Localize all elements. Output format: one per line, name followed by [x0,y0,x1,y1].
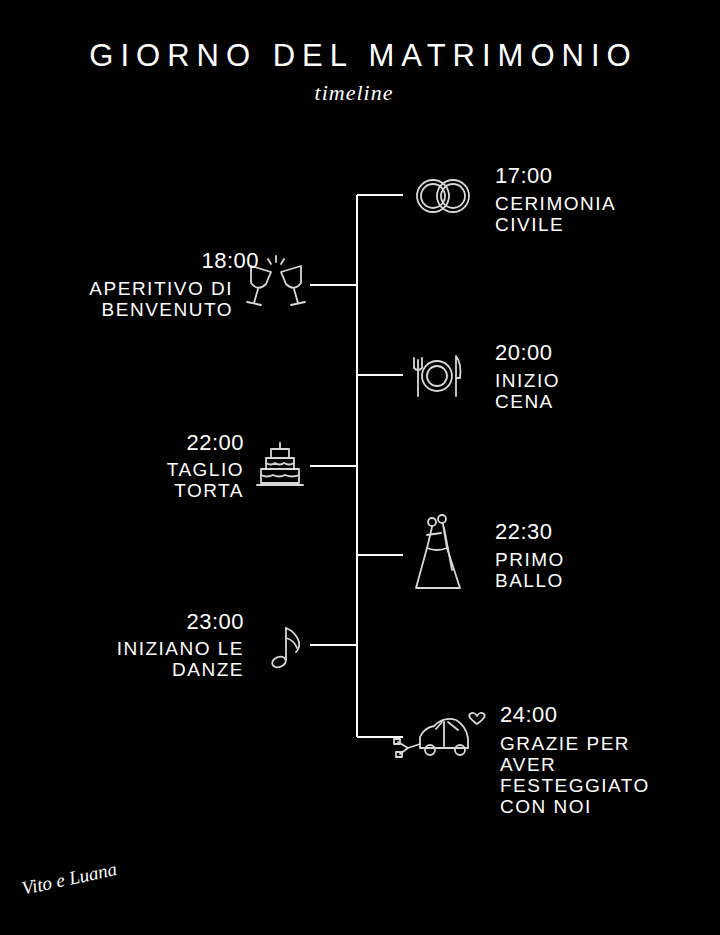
event-label: PRIMO BALLO [495,549,600,591]
event-label: GRAZIE PER AVER FESTEGGIATO CON NOI [500,733,675,817]
event-label: CERIMONIA CIVILE [495,193,645,235]
event-label: APERITIVO DI BENVENUTO [48,278,233,320]
title: GIORNO DEL MATRIMONIO [0,38,720,74]
event-time: 18:00 [201,248,259,274]
event-time: 22:30 [495,519,553,545]
event-label: TAGLIO TORTA [129,459,244,501]
car-icon [394,713,485,757]
signature: Vito e Luana [20,858,119,900]
music-note-icon [271,628,299,669]
subtitle: timeline [0,80,714,106]
event-label: INIZIO CENA [495,370,590,412]
event-time: 23:00 [186,609,244,635]
cake-icon [257,443,303,485]
event-label: INIZIANO LE DANZE [114,638,244,680]
event-time: 17:00 [495,163,553,189]
rings-icon [417,180,469,212]
plate-icon [414,356,461,396]
timeline-spine [310,195,403,737]
event-time: 20:00 [495,340,553,366]
event-time: 22:00 [186,430,244,456]
event-time: 24:00 [500,702,558,728]
dancing-couple-icon [416,515,460,588]
